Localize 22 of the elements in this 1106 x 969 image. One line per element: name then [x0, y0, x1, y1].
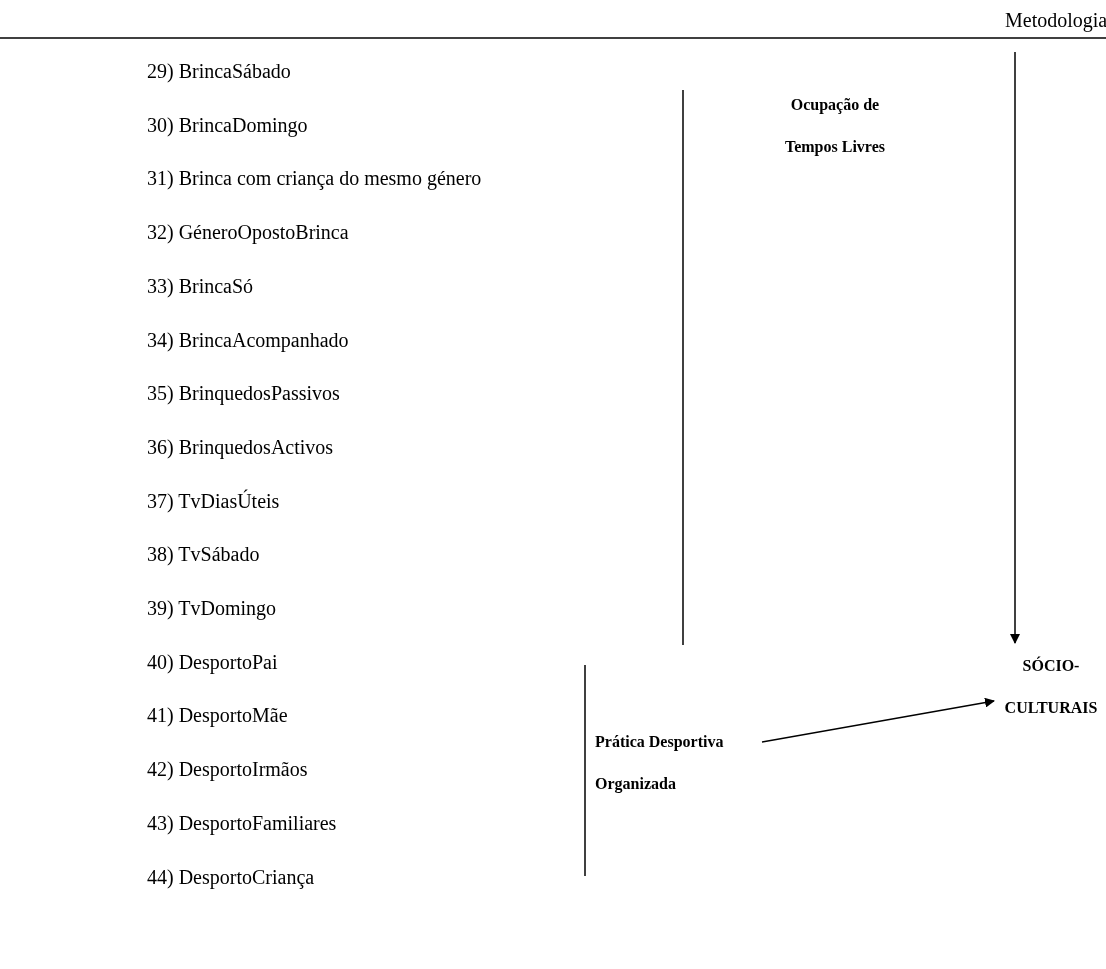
- variable-list-item: 31) Brinca com criança do mesmo género: [147, 166, 482, 191]
- arrow: [1010, 51, 1020, 644]
- variable-list-item: 35) BrinquedosPassivos: [147, 381, 340, 406]
- variable-list-item: 44) DesportoCriança: [147, 864, 315, 889]
- variable-list-item: 37) TvDiasÚteis: [147, 488, 280, 513]
- variable-list-item: 42) DesportoIrmãos: [147, 757, 308, 782]
- variable-list-item: 41) DesportoMãe: [147, 703, 288, 728]
- arrow: [761, 697, 995, 743]
- category-label: SÓCIO- CULTURAIS: [998, 645, 1104, 729]
- variable-list-item: 32) GéneroOpostoBrinca: [147, 220, 349, 245]
- variable-list-item: 33) BrincaSó: [147, 273, 254, 298]
- variable-list-item: 38) TvSábado: [147, 542, 260, 567]
- variable-list-item: 36) BrinquedosActivos: [147, 434, 334, 459]
- variable-list-item: 43) DesportoFamiliares: [147, 810, 337, 835]
- variable-list-item: 34) BrincaAcompanhado: [147, 327, 349, 352]
- category-label: Prática Desportiva Organizada: [595, 721, 760, 805]
- variable-list-item: 30) BrincaDomingo: [147, 112, 308, 137]
- running-header: Metodologia: [1005, 8, 1106, 32]
- variable-list-item: 40) DesportoPai: [147, 649, 278, 674]
- variable-list-item: 39) TvDomingo: [147, 596, 277, 620]
- variable-list-item: 29) BrincaSábado: [147, 59, 291, 83]
- category-label: Ocupação de Tempos Livres: [770, 84, 900, 168]
